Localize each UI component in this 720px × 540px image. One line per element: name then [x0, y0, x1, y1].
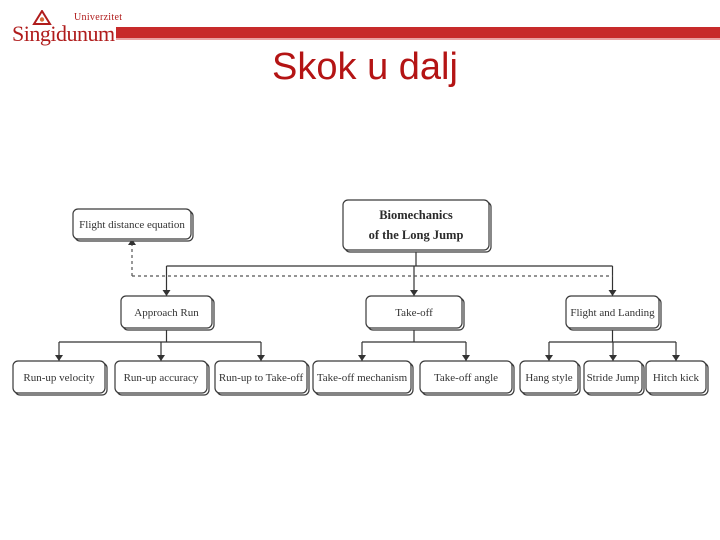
diagram-edges — [55, 239, 680, 361]
phase-node: Approach Run — [120, 295, 215, 331]
edge-arrow — [608, 290, 617, 296]
leaf-node: Take-off angle — [419, 360, 515, 396]
leaf-node-label: Hang style — [525, 372, 572, 384]
equation-node: Flight distance equation — [72, 208, 194, 242]
leaf-node-label: Run-up velocity — [23, 372, 95, 384]
leaf-node: Hang style — [519, 360, 581, 396]
leaf-node-label: Stride Jump — [587, 372, 640, 384]
leaf-node: Hitch kick — [645, 360, 709, 396]
edge-arrow — [257, 355, 265, 361]
leaf-node: Run-up velocity — [12, 360, 108, 396]
root-node-label: of the Long Jump — [369, 228, 464, 242]
leaf-node-label: Take-off mechanism — [317, 372, 408, 384]
phase-node: Flight and Landing — [565, 295, 662, 331]
leaf-node-label: Run-up to Take-off — [219, 372, 304, 384]
root-node: Biomechanics of the Long Jump — [342, 199, 492, 253]
logo-university-label: Univerzitet — [74, 12, 123, 23]
slide-title: Skok u dalj — [272, 46, 458, 88]
logo-name: Singidunum — [12, 21, 115, 46]
leaf-node: Run-up to Take-off — [214, 360, 310, 396]
edge-arrow — [545, 355, 553, 361]
diagram-nodes: Biomechanics of the Long Jump Flight dista… — [12, 199, 709, 396]
phase-node: Take-off — [365, 295, 465, 331]
edge-arrow — [128, 239, 136, 245]
edge-arrow — [462, 355, 470, 361]
logo-emblem-icon — [32, 10, 52, 25]
edge-arrow — [410, 290, 418, 296]
header-bar — [116, 27, 720, 38]
header-bar-accent — [116, 38, 720, 40]
phase-node-label: Approach Run — [134, 307, 199, 319]
university-logo: Univerzitet Singidunum — [12, 8, 122, 48]
leaf-node-label: Run-up accuracy — [124, 372, 199, 384]
root-node-label: Biomechanics — [379, 208, 453, 222]
edge-arrow — [672, 355, 680, 361]
edge-arrow — [358, 355, 366, 361]
phase-node-label: Flight and Landing — [570, 307, 655, 319]
edge-arrow — [162, 290, 171, 296]
edge-arrow — [55, 355, 63, 361]
edge-arrow — [157, 355, 165, 361]
phase-node-label: Take-off — [395, 307, 433, 319]
leaf-node-label: Take-off angle — [434, 372, 498, 384]
leaf-node: Stride Jump — [583, 360, 645, 396]
leaf-node: Take-off mechanism — [312, 360, 414, 396]
leaf-node: Run-up accuracy — [114, 360, 210, 396]
edge-arrow — [609, 355, 617, 361]
leaf-node-label: Hitch kick — [653, 372, 700, 384]
equation-node-label: Flight distance equation — [79, 219, 185, 231]
